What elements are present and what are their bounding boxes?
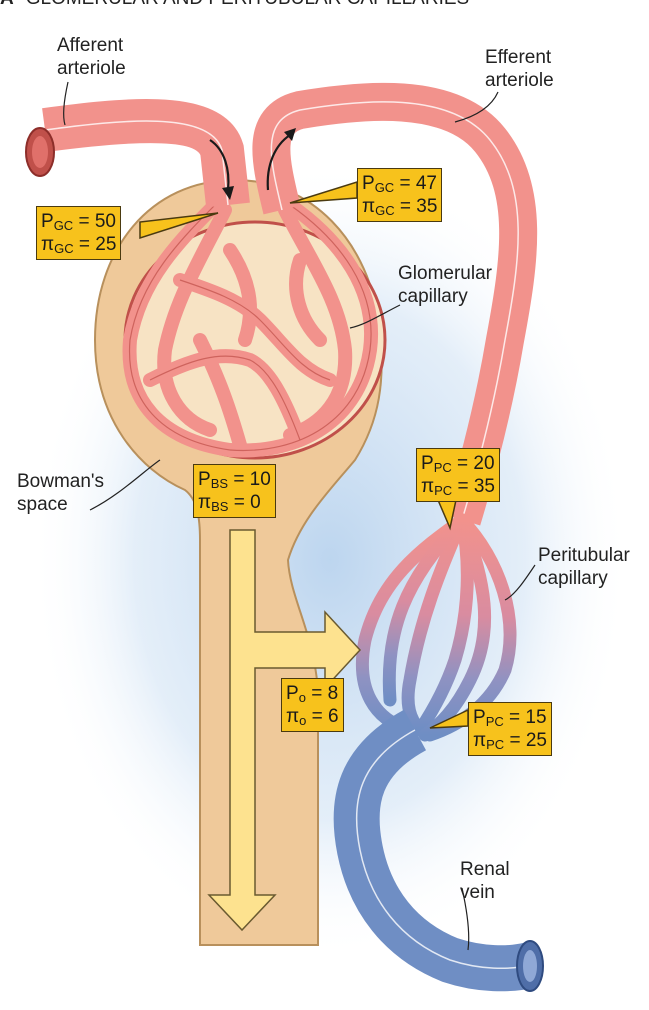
box-pointers <box>139 180 469 729</box>
oncotic-pressure-row: πBS = 0 <box>198 491 271 514</box>
figure-title: A GLOMERULAR AND PERITUBULAR CAPILLARIES <box>0 0 469 10</box>
hydrostatic-pressure-row: PBS = 10 <box>198 468 271 491</box>
peritubular-capillary-label: Peritubular capillary <box>538 544 630 590</box>
renal-vein-label: Renal vein <box>460 858 510 904</box>
pi-subscript: o <box>299 713 307 728</box>
pi-value: = 25 <box>509 730 547 751</box>
glomerular-capillary-label: Glomerular capillary <box>398 262 492 308</box>
oncotic-pressure-row: πo = 6 <box>286 705 339 728</box>
pressure-box-peritubular-end: PPC = 15 πPC = 25 <box>468 702 552 756</box>
figure-title-text: GLOMERULAR AND PERITUBULAR CAPILLARIES <box>26 0 469 9</box>
pi-value: = 25 <box>78 234 117 255</box>
pi-symbol: π <box>473 730 487 751</box>
efferent-label-line2: arteriole <box>485 70 554 91</box>
p-value: = 10 <box>233 469 271 490</box>
filtrate-flow-arrow <box>207 529 362 932</box>
glomerular-label-line1: Glomerular <box>398 263 492 284</box>
pressure-box-interstitial: Po = 8 πo = 6 <box>281 678 344 732</box>
pi-symbol: π <box>41 234 55 255</box>
p-symbol: P <box>362 173 375 194</box>
figure-letter: A <box>0 0 14 9</box>
pi-symbol: π <box>362 196 376 217</box>
afferent-flow-arrow <box>209 139 230 191</box>
leader-lines <box>62 81 536 951</box>
p-subscript: o <box>298 690 306 705</box>
afferent-label-line2: arteriole <box>57 58 126 79</box>
peritubular-label-line1: Peritubular <box>538 545 630 566</box>
pi-value: = 0 <box>233 492 261 513</box>
hydrostatic-pressure-row: PGC = 50 <box>41 210 116 233</box>
bowmans-space-label: Bowman's space <box>17 470 104 516</box>
pi-symbol: π <box>421 476 435 497</box>
hydrostatic-pressure-row: PGC = 47 <box>362 172 437 195</box>
hydrostatic-pressure-row: Po = 8 <box>286 682 339 705</box>
hydrostatic-pressure-row: PPC = 20 <box>421 452 495 475</box>
p-symbol: P <box>286 683 299 704</box>
efferent-flow-arrow <box>266 134 291 191</box>
pi-symbol: π <box>286 706 300 727</box>
p-symbol: P <box>41 211 54 232</box>
oncotic-pressure-row: πPC = 35 <box>421 475 495 498</box>
afferent-arteriole-label: Afferent arteriole <box>57 34 126 80</box>
oncotic-pressure-row: πGC = 25 <box>41 233 116 256</box>
efferent-arteriole-label: Efferent arteriole <box>485 46 554 92</box>
bowmans-label-line1: Bowman's <box>17 471 105 492</box>
pressure-box-gc-afferent: PGC = 50 πGC = 25 <box>36 206 122 260</box>
pi-subscript: BS <box>211 499 229 514</box>
bowmans-label-line2: space <box>17 494 68 515</box>
p-value: = 8 <box>311 683 339 704</box>
afferent-label-line1: Afferent <box>57 35 124 56</box>
efferent-label-line1: Efferent <box>485 47 552 68</box>
p-subscript: BS <box>210 476 229 491</box>
pi-value: = 35 <box>457 476 495 497</box>
oncotic-pressure-row: πGC = 35 <box>362 195 437 218</box>
p-symbol: P <box>421 453 434 474</box>
p-subscript: GC <box>374 180 395 195</box>
p-symbol: P <box>473 707 486 728</box>
pi-subscript: GC <box>54 241 74 256</box>
p-subscript: PC <box>485 714 504 729</box>
pi-subscript: PC <box>486 737 505 752</box>
glomerular-label-line2: capillary <box>398 286 468 307</box>
pressure-box-bowmans: PBS = 10 πBS = 0 <box>193 464 276 518</box>
p-subscript: GC <box>53 218 74 233</box>
p-symbol: P <box>198 469 211 490</box>
p-value: = 20 <box>457 453 495 474</box>
renal-vein-label-line1: Renal <box>460 859 510 880</box>
p-subscript: PC <box>433 460 452 475</box>
pi-value: = 6 <box>311 706 339 727</box>
pi-value: = 35 <box>399 196 438 217</box>
pressure-box-gc-efferent: PGC = 47 πGC = 35 <box>357 168 443 222</box>
p-value: = 47 <box>399 173 437 194</box>
pi-subscript: GC <box>375 203 395 218</box>
pressure-box-peritubular-start: PPC = 20 πPC = 35 <box>416 448 500 502</box>
pi-subscript: PC <box>434 483 453 498</box>
p-value: = 50 <box>78 211 116 232</box>
peritubular-label-line2: capillary <box>538 568 608 589</box>
pi-symbol: π <box>198 492 212 513</box>
renal-vein-label-line2: vein <box>460 882 495 903</box>
p-value: = 15 <box>509 707 547 728</box>
hydrostatic-pressure-row: PPC = 15 <box>473 706 547 729</box>
oncotic-pressure-row: πPC = 25 <box>473 729 547 752</box>
